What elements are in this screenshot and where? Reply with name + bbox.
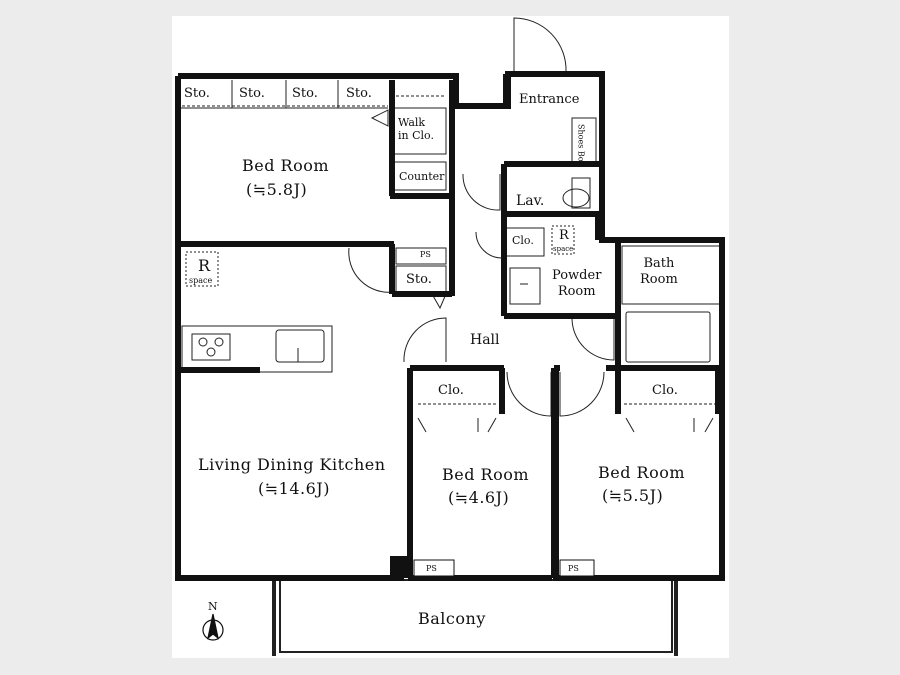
kitchen-counter	[181, 325, 333, 373]
ldk-door-swing	[403, 317, 447, 363]
kitchen-sink	[275, 329, 325, 363]
ps-column-1	[390, 556, 412, 578]
closet-bed2-label: Clo.	[438, 383, 464, 398]
walkin-closet-label: Walk in Clo.	[398, 116, 434, 142]
shoes-box-label: Shoes Box	[576, 124, 586, 166]
bedroom-main-name: Bed Room	[242, 156, 330, 175]
walkin-label-line1: Walk	[398, 116, 426, 129]
bedroom-2-area: (≒4.6J)	[448, 488, 510, 507]
bedroom-2-name: Bed Room	[442, 465, 530, 484]
bedroom-main-area: (≒5.8J)	[246, 180, 308, 199]
ps-marker: PS	[420, 250, 431, 259]
bath-line2: Room	[640, 271, 678, 287]
ldk-name: Living Dining Kitchen	[198, 455, 386, 474]
ps-marker: PS	[426, 564, 437, 573]
bath-line1: Bath	[643, 256, 675, 271]
powder-sink	[509, 267, 541, 305]
bed2-door-swing	[506, 371, 552, 417]
bathtub	[625, 311, 711, 363]
storage-label: Sto.	[239, 86, 265, 101]
clo-bed3-door	[625, 417, 714, 433]
counter-label: Counter	[399, 170, 445, 183]
bedroom-3-name: Bed Room	[598, 463, 686, 482]
r-space-letter: R	[559, 228, 569, 243]
shoes-label-line2: Box	[576, 150, 586, 167]
clo-door-swing	[475, 231, 503, 259]
powder-door-swing	[571, 317, 615, 361]
north-arrow-icon	[202, 613, 224, 641]
sto-hall-door	[431, 293, 447, 310]
powder-room-label: Powder Room	[552, 268, 601, 299]
storage-label: Sto.	[292, 86, 318, 101]
storage-hall-label: Sto.	[406, 272, 432, 287]
closet-small-label: Clo.	[512, 234, 534, 247]
powder-line1: Powder	[552, 268, 602, 283]
stove	[191, 333, 231, 361]
closet-bed3-label: Clo.	[652, 383, 678, 398]
bedroom-3-area: (≒5.5J)	[602, 486, 664, 505]
balcony-label: Balcony	[418, 609, 486, 628]
entrance-label: Entrance	[519, 92, 580, 107]
r-space-letter: R	[198, 256, 211, 275]
ps-marker: PS	[568, 564, 579, 573]
lav-door-swing	[462, 173, 501, 211]
storage-label: Sto.	[346, 86, 372, 101]
powder-line2: Room	[557, 283, 596, 299]
north-label: N	[208, 600, 218, 613]
shoes-label-line1: Shoes	[576, 124, 586, 149]
lav-label: Lav.	[516, 193, 545, 209]
walkin-label-line2: in Clo.	[398, 129, 434, 143]
toilet	[562, 188, 590, 208]
clo-bed2-door	[417, 417, 497, 433]
r-space-label: space	[553, 245, 574, 253]
r-space-label: space	[189, 276, 213, 285]
ldk-area: (≒14.6J)	[258, 479, 330, 498]
bedroom-door-swing	[348, 247, 394, 293]
hall-label: Hall	[470, 332, 500, 348]
bed3-door-swing	[559, 371, 605, 417]
walkin-door	[370, 109, 389, 127]
bath-room-label: Bath Room	[640, 256, 678, 287]
storage-label: Sto.	[184, 86, 210, 101]
entrance-door-swing	[513, 17, 567, 73]
